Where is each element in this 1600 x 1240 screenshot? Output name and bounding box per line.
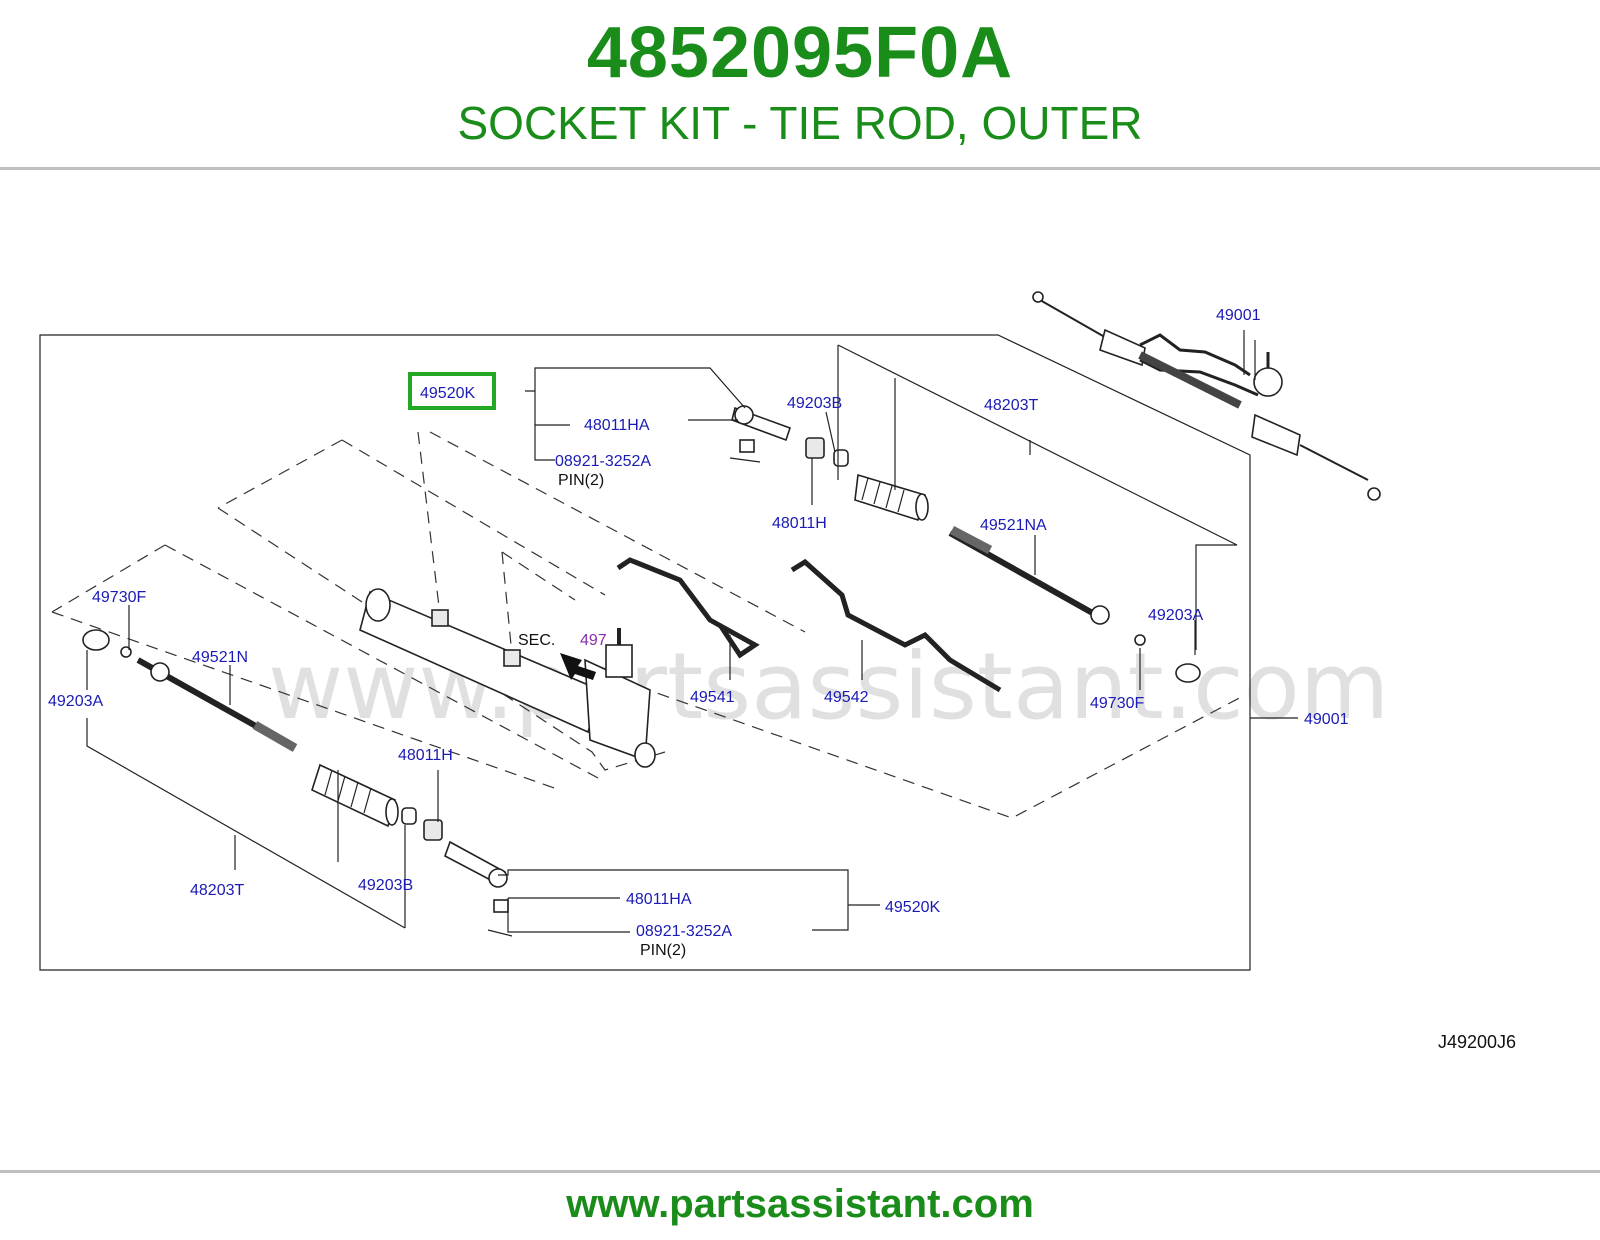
assembly-frame xyxy=(39,334,1251,971)
page-header: 4852095F0A SOCKET KIT - TIE ROD, OUTER xyxy=(0,0,1600,170)
label-49203b-top[interactable]: 49203B xyxy=(787,395,842,412)
label-48011ha-bottom[interactable]: 48011HA xyxy=(626,891,692,908)
label-pin-top: PIN(2) xyxy=(558,472,604,489)
boot-top xyxy=(854,473,929,522)
clamp-left xyxy=(82,629,110,651)
nut-top xyxy=(805,437,825,459)
clamp-right xyxy=(1175,663,1201,683)
label-49203a-right[interactable]: 49203A xyxy=(1148,607,1203,624)
label-49541[interactable]: 49541 xyxy=(690,689,735,706)
clip-left xyxy=(401,807,417,825)
inner-tie-rod-right xyxy=(948,526,1110,625)
tie-rod-end-bottom xyxy=(444,840,513,937)
pipe-49542 xyxy=(790,558,1002,693)
pipe-49541 xyxy=(616,557,760,659)
steering-rack-overview xyxy=(1032,291,1381,501)
section-arrow xyxy=(560,653,596,680)
diagram-code: J49200J6 xyxy=(1438,1032,1516,1052)
nut-left xyxy=(423,819,443,841)
label-48011h-top[interactable]: 48011H xyxy=(772,515,827,532)
o-ring-right xyxy=(1134,634,1146,646)
label-48011h-bottom[interactable]: 48011H xyxy=(398,747,453,764)
inner-tie-rod-left xyxy=(136,657,298,752)
dashed-guide-lines xyxy=(51,431,1246,819)
label-49520k-highlight[interactable]: 49520K xyxy=(420,385,475,402)
label-49001-mid[interactable]: 49001 xyxy=(1304,711,1349,728)
label-49730f-left[interactable]: 49730F xyxy=(92,589,146,606)
label-48011ha-top[interactable]: 48011HA xyxy=(584,417,650,434)
label-49730f-right[interactable]: 49730F xyxy=(1090,695,1144,712)
label-49001-top: 49001 xyxy=(1216,307,1261,324)
label-49521n[interactable]: 49521N xyxy=(192,649,248,666)
boot-left xyxy=(311,763,399,828)
label-49203a-left[interactable]: 49203A xyxy=(48,693,103,710)
clip-top xyxy=(833,449,849,467)
footer-url[interactable]: www.partsassistant.com xyxy=(566,1182,1034,1226)
label-49520k-bottom[interactable]: 49520K xyxy=(885,899,940,916)
header-divider xyxy=(0,167,1600,170)
label-08921-3252a-bottom[interactable]: 08921-3252A xyxy=(636,923,732,940)
label-497[interactable]: 497 xyxy=(580,632,607,649)
label-08921-3252a-top[interactable]: 08921-3252A xyxy=(555,453,651,470)
leader-lines xyxy=(86,330,1298,933)
label-48203t-top[interactable]: 48203T xyxy=(984,397,1038,414)
label-49542[interactable]: 49542 xyxy=(824,689,869,706)
label-49521na[interactable]: 49521NA xyxy=(980,517,1047,534)
label-49203b-bottom[interactable]: 49203B xyxy=(358,877,413,894)
footer-divider xyxy=(0,1170,1600,1173)
label-48203t-bottom[interactable]: 48203T xyxy=(190,882,244,899)
label-sec: SEC. xyxy=(518,632,555,649)
label-pin-bottom: PIN(2) xyxy=(640,942,686,959)
steering-gear-housing xyxy=(359,588,656,768)
tie-rod-end-top xyxy=(729,405,792,463)
part-number-title: 4852095F0A xyxy=(586,13,1014,93)
part-description: SOCKET KIT - TIE ROD, OUTER xyxy=(457,97,1143,149)
highlight-box-49520k xyxy=(408,372,496,410)
